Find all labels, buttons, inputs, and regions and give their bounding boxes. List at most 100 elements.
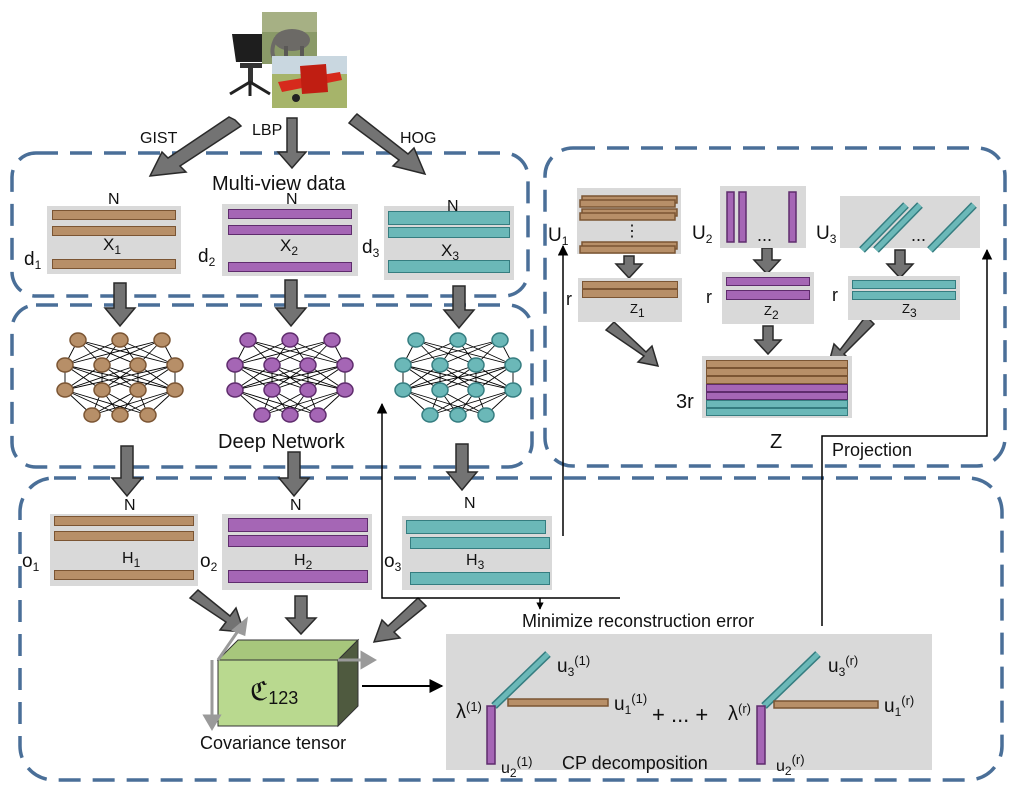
network-edge [64, 389, 149, 416]
objective-frame [18, 476, 1004, 782]
tensor-caption: Covariance tensor [200, 733, 347, 753]
network-node [323, 332, 341, 348]
h3-row [410, 537, 550, 549]
network-edge [402, 339, 459, 366]
network-edge [91, 389, 176, 416]
h3-row [410, 572, 550, 585]
network-edge [234, 339, 291, 366]
h3-label: H3 [466, 552, 485, 572]
r-label-3: r [832, 285, 838, 305]
network-edge [234, 389, 319, 416]
network-edge [234, 364, 346, 391]
network-edge [64, 364, 176, 391]
x1-row [52, 226, 176, 236]
network-1 [56, 332, 184, 423]
network-edge [101, 389, 149, 416]
h2-row [228, 535, 368, 547]
o2-label: o2 [200, 551, 218, 574]
h2-row [228, 570, 368, 583]
airplane-image [272, 56, 347, 108]
z-row [706, 400, 848, 408]
network-node [139, 407, 157, 423]
lbp-label: LBP [252, 122, 283, 139]
network-edge [64, 339, 163, 366]
network-edge [457, 339, 514, 366]
network-node [281, 332, 299, 348]
x2-label: X2 [280, 236, 299, 258]
z1-row [582, 289, 678, 298]
network-node [336, 357, 354, 373]
arrow-z2-z [753, 325, 783, 356]
network-node [431, 382, 449, 398]
network-edge [402, 364, 477, 391]
cp-u1-r: u1(r) [884, 693, 915, 719]
cp-u2-r: u2(r) [776, 752, 805, 778]
z2-row [726, 277, 810, 286]
x3-row [388, 227, 510, 238]
network-node [226, 382, 244, 398]
u3-bars [859, 202, 977, 253]
network-edge [247, 339, 346, 366]
arrow-u2-z2 [752, 247, 782, 276]
u3-dots: ... [911, 225, 927, 245]
x2-row [228, 225, 352, 235]
network-node [111, 332, 129, 348]
u1-bars [579, 195, 678, 254]
network-edge [234, 339, 333, 366]
network-node [467, 382, 485, 398]
network-node [93, 357, 111, 373]
network-node [431, 357, 449, 373]
network-edge [64, 389, 121, 416]
d1-label: d1 [24, 249, 42, 272]
network-edge [234, 389, 291, 416]
x3-label: X3 [441, 241, 460, 263]
x3-row [388, 211, 510, 225]
network-node [491, 332, 509, 348]
h1-row [54, 516, 194, 526]
network-node [449, 407, 467, 423]
arrow-u3-z3 [885, 249, 915, 280]
network-edge [234, 364, 309, 391]
arrow-net2-h2 [277, 451, 311, 498]
network-node [299, 382, 317, 398]
tensor-axes [202, 616, 377, 731]
network-node [263, 382, 281, 398]
z-row [706, 408, 848, 416]
network-node [394, 357, 412, 373]
network-edge [77, 339, 176, 366]
network-edge [429, 389, 514, 416]
z-row [706, 360, 848, 368]
hog-label: HOG [400, 130, 437, 147]
network-node [166, 382, 184, 398]
x3-row [388, 260, 510, 273]
h1-n-label: N [124, 497, 136, 514]
cp-lambda-r: λ(r) [728, 701, 751, 725]
r-label-1: r [566, 289, 572, 309]
network-3 [394, 332, 522, 423]
projection-frame [543, 146, 1007, 468]
network-node [69, 332, 87, 348]
cp-u3-1: u3(1) [557, 653, 591, 679]
gist-label: GIST [140, 130, 178, 147]
network-edge [402, 389, 487, 416]
h2-n-label: N [290, 497, 302, 514]
arrow-u1-z1 [614, 255, 644, 280]
o3-label: o3 [384, 551, 402, 574]
network-edge [119, 339, 176, 366]
cp-term-r [756, 651, 879, 765]
network-edge [457, 389, 514, 416]
arrow-h2-tensor [284, 595, 318, 636]
u2-bars [726, 191, 797, 243]
z2-row [726, 290, 810, 300]
arrow-x3-net [442, 285, 476, 330]
network-edge [91, 389, 139, 416]
x1-row [52, 259, 176, 269]
u2-dots: ... [757, 225, 773, 245]
network-node [226, 357, 244, 373]
arrow-to-projection [821, 248, 993, 626]
arrow-x1-net [103, 282, 137, 328]
network-node [394, 382, 412, 398]
cp-u1-1: u1(1) [614, 691, 648, 717]
